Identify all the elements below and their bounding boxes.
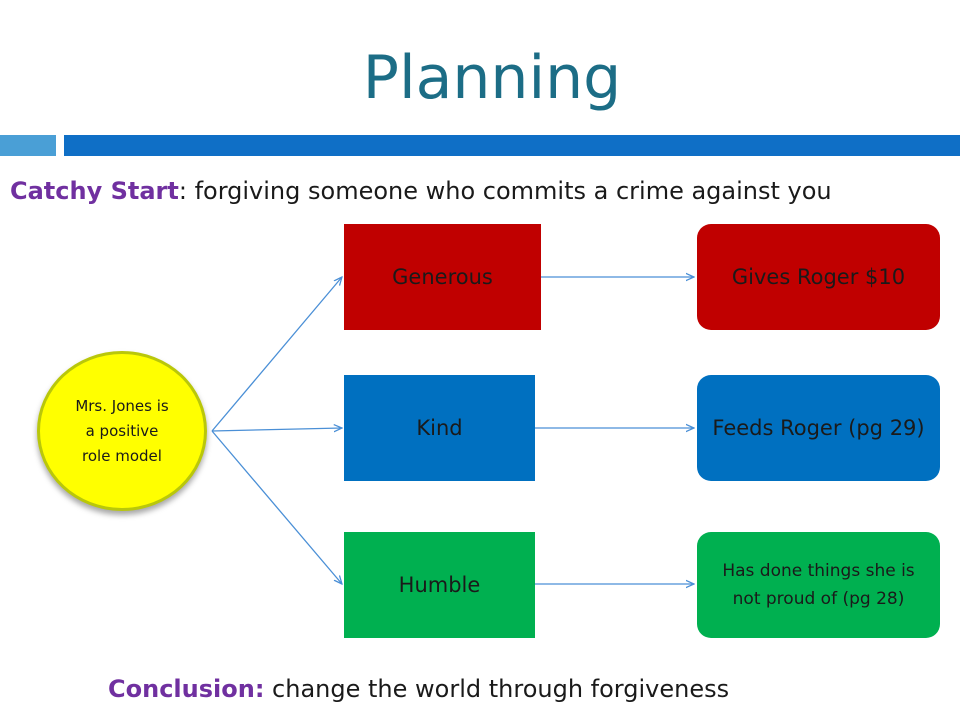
connector-center-kind — [211, 428, 342, 431]
trait-box-kind: Kind — [344, 375, 535, 481]
result-text-feeds-roger: Feeds Roger (pg 29) — [712, 416, 925, 440]
conclusion-line: Conclusion: change the world through for… — [108, 670, 729, 708]
trait-label-kind: Kind — [416, 416, 463, 440]
trait-box-humble: Humble — [344, 532, 535, 638]
accent-bar-right — [64, 135, 960, 156]
result-box-feeds-roger: Feeds Roger (pg 29) — [697, 375, 940, 481]
center-node-text: Mrs. Jones is a positive role model — [75, 396, 169, 465]
conclusion-text: change the world through forgiveness — [264, 675, 730, 703]
center-node: Mrs. Jones is a positive role model — [37, 351, 207, 511]
result-text-not-proud: Has done things she is not proud of (pg … — [722, 561, 915, 609]
result-text-gives-roger: Gives Roger $10 — [731, 265, 906, 289]
trait-label-humble: Humble — [398, 573, 481, 597]
catchy-start-label: Catchy Start — [10, 177, 179, 205]
result-box-not-proud: Has done things she is not proud of (pg … — [697, 532, 940, 638]
connector-center-humble — [211, 430, 342, 584]
catchy-start-line: Catchy Start: forgiving someone who comm… — [10, 172, 832, 210]
accent-bar-left — [0, 135, 56, 156]
slide-title: Planning — [362, 43, 622, 113]
result-box-gives-roger: Gives Roger $10 — [697, 224, 940, 330]
trait-box-generous: Generous — [344, 224, 541, 330]
conclusion-label: Conclusion: — [108, 675, 265, 703]
connector-center-generous — [211, 277, 342, 432]
catchy-start-text: : forgiving someone who commits a crime … — [178, 177, 832, 205]
trait-label-generous: Generous — [392, 265, 493, 289]
